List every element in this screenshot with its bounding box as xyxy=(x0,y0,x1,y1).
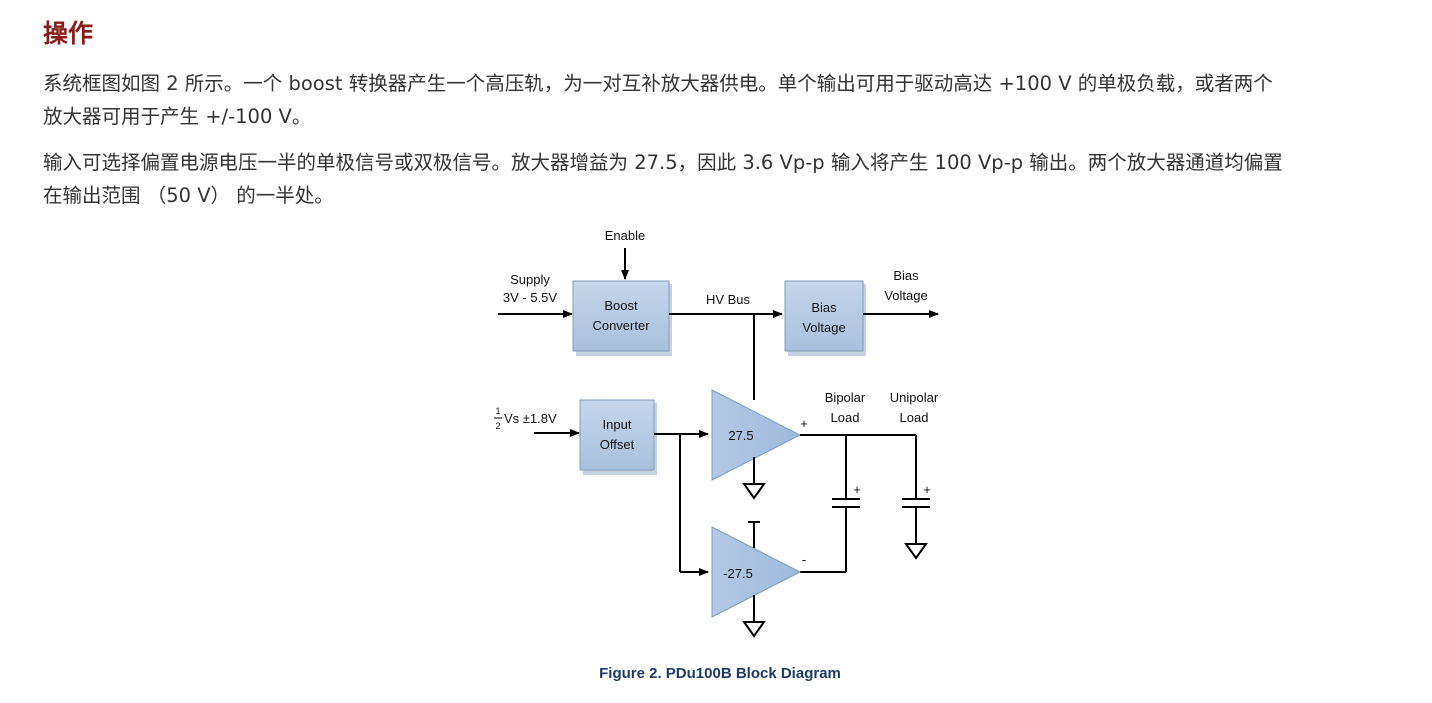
amp2-gain-label: -27.5 xyxy=(723,566,753,581)
bipolar-load-label: Load xyxy=(831,410,860,425)
supply-label: Supply xyxy=(510,272,550,287)
boost-converter-block: Boost Converter xyxy=(572,280,672,356)
input-label: Vs ±1.8V xyxy=(504,411,557,426)
ground-icon xyxy=(742,483,766,500)
input-offset-sub-label: Offset xyxy=(600,437,635,452)
bias-box-label: Bias xyxy=(811,300,837,315)
paragraph-line: 在输出范围 （50 V） 的一半处。 xyxy=(43,184,334,207)
amp1-plus-sign: + xyxy=(800,416,808,431)
amplifier-positive: 27.5 xyxy=(711,389,802,481)
ground-icon xyxy=(742,621,766,638)
paragraph-line: 系统框图如图 2 所示。一个 boost 转换器产生一个高压轨，为一对互补放大器… xyxy=(43,72,1273,95)
bias-voltage-block: Bias Voltage xyxy=(784,280,866,356)
amplifier-negative: -27.5 xyxy=(711,526,802,618)
figure-caption: Figure 2. PDu100B Block Diagram xyxy=(599,665,841,682)
bias-out-voltage-label: Voltage xyxy=(884,288,927,303)
input-offset-label: Input xyxy=(603,417,632,432)
paragraph-input-description: 输入可选择偏置电源电压一半的单极信号或双极信号。放大器增益为 27.5，因此 3… xyxy=(43,146,1283,212)
block-diagram-figure: Enable Supply 3V - 5.5V Boost Converter … xyxy=(480,222,960,697)
block-diagram: Enable Supply 3V - 5.5V Boost Converter … xyxy=(494,228,939,638)
bias-out-label: Bias xyxy=(893,268,919,283)
paragraph-line: 输入可选择偏置电源电压一半的单极信号或双极信号。放大器增益为 27.5，因此 3… xyxy=(43,151,1283,174)
hv-bus-label: HV Bus xyxy=(706,292,751,307)
ground-icon xyxy=(904,543,928,560)
input-offset-block: Input Offset xyxy=(579,399,657,475)
amp1-gain-label: 27.5 xyxy=(728,428,753,443)
enable-label: Enable xyxy=(605,228,645,243)
converter-label: Converter xyxy=(592,318,650,333)
unipolar-label: Unipolar xyxy=(890,390,939,405)
section-title: 操作 xyxy=(43,19,94,48)
unipolar-cap-plus: + xyxy=(923,482,931,497)
unipolar-load-label: Load xyxy=(900,410,929,425)
bias-box-voltage-label: Voltage xyxy=(802,320,845,335)
supply-range-label: 3V - 5.5V xyxy=(503,290,558,305)
bipolar-label: Bipolar xyxy=(825,390,866,405)
amp2-minus-sign: - xyxy=(802,552,806,567)
paragraph-line: 放大器可用于产生 +/-100 V。 xyxy=(43,105,312,128)
fraction-numerator: 1 xyxy=(495,406,500,416)
bipolar-cap-plus: + xyxy=(853,482,861,497)
paragraph-system-overview: 系统框图如图 2 所示。一个 boost 转换器产生一个高压轨，为一对互补放大器… xyxy=(43,67,1273,133)
fraction-denominator: 2 xyxy=(495,421,500,431)
boost-label: Boost xyxy=(604,298,638,313)
